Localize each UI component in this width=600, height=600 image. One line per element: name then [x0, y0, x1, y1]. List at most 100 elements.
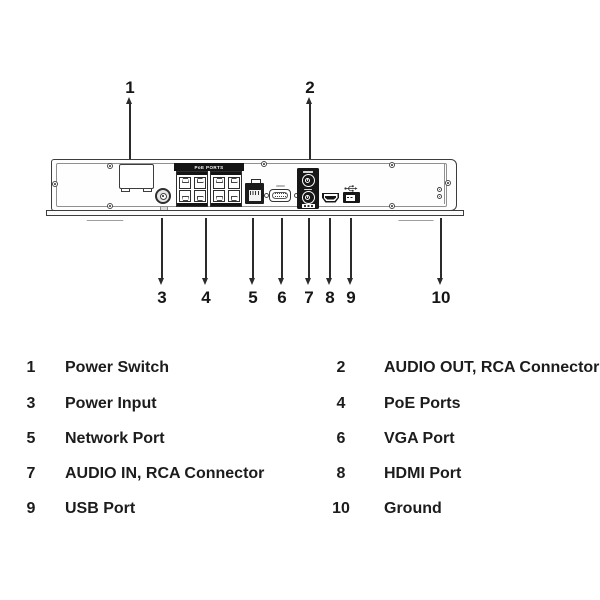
rj45-port: [179, 176, 191, 189]
rca-connector-audio-in: [301, 191, 315, 204]
callout-number-2: 2: [305, 78, 315, 97]
callout-line-2: [309, 104, 311, 169]
callout-arrowhead-2: [306, 97, 313, 104]
callout-arrowhead-3: [158, 278, 165, 285]
network-port-contacts: [250, 190, 259, 195]
legend-number: 8: [336, 465, 346, 482]
callout-number-3: 3: [157, 288, 167, 307]
callout-arrowhead-4: [202, 278, 209, 285]
callout-arrowhead-8: [326, 278, 333, 285]
callout-arrowhead-10: [437, 278, 444, 285]
legend-number: 3: [26, 395, 36, 412]
vga-port-pins: [274, 193, 286, 195]
legend-label: Power Switch: [65, 359, 170, 376]
rca-connector-audio-out: [301, 174, 315, 187]
legend-number: 10: [332, 500, 350, 517]
callout-arrowhead-7: [305, 278, 312, 285]
rj45-port: [213, 176, 225, 189]
chassis-screw: [445, 180, 451, 186]
vga-screw: [263, 192, 269, 198]
callout-arrowhead-9: [347, 278, 354, 285]
poe-group-frame: [177, 203, 207, 206]
rj45-port: [213, 190, 225, 202]
vga-port-label-mark: [276, 184, 285, 188]
callout-number-7: 7: [304, 288, 314, 307]
poe-ports-label: PoE PORTS: [174, 163, 244, 171]
chassis-base: [46, 209, 464, 216]
legend-label: AUDIO IN, RCA Connector: [65, 465, 265, 482]
callout-number-5: 5: [248, 288, 258, 307]
rca-pin: [306, 179, 309, 181]
callout-number-6: 6: [277, 288, 287, 307]
legend-number: 7: [26, 465, 36, 482]
callout-arrowhead-1: [126, 97, 133, 104]
callout-number-8: 8: [325, 288, 335, 307]
rj45-port: [227, 176, 240, 189]
callout-number-9: 9: [346, 288, 356, 307]
legend-row: 1 Power Switch 2 AUDIO OUT, RCA Connecto…: [0, 358, 600, 378]
poe-port-group-1: [176, 171, 208, 207]
audio-rca-block: [297, 168, 319, 209]
callout-line-7: [308, 218, 310, 278]
power-switch: [119, 164, 154, 189]
rj45-port: [193, 176, 206, 189]
callout-number-4: 4: [201, 288, 211, 307]
chassis-screw: [107, 163, 113, 169]
legend-number: 2: [336, 359, 346, 376]
legend-row: 5 Network Port 6 VGA Port: [0, 429, 600, 449]
network-port-jack: [248, 190, 261, 201]
legend-row: 7 AUDIO IN, RCA Connector 8 HDMI Port: [0, 464, 600, 484]
audio-in-label-mark: [304, 188, 312, 191]
callout-arrowhead-5: [249, 278, 256, 285]
poe-group-frame: [211, 203, 241, 206]
ground-terminal: [436, 187, 442, 192]
callout-line-8: [329, 218, 331, 278]
callout-line-6: [281, 218, 283, 278]
legend-number: 4: [336, 395, 346, 412]
hdmi-port-slot: [325, 195, 336, 200]
poe-group-frame: [177, 172, 207, 175]
rj45-port: [179, 190, 191, 202]
power-switch-pin: [143, 187, 152, 192]
ground-terminal: [436, 194, 442, 199]
callout-line-4: [205, 218, 207, 278]
rca-inner-ring: [305, 177, 311, 183]
legend-number: 6: [336, 430, 346, 447]
chassis-screw: [389, 162, 395, 168]
vga-port-dshell: [272, 191, 288, 199]
legend-label: Ground: [384, 500, 442, 517]
legend-label: VGA Port: [384, 430, 455, 447]
poe-group-frame: [211, 172, 241, 175]
legend-label: AUDIO OUT, RCA Connector: [384, 359, 600, 376]
audio-out-label-mark: [303, 170, 313, 173]
callout-line-10: [440, 218, 442, 278]
power-switch-pin: [121, 187, 130, 192]
legend-label: HDMI Port: [384, 465, 462, 482]
callout-number-10: 10: [431, 288, 451, 307]
rca-pin: [306, 196, 309, 198]
audio-block-label: [301, 204, 315, 208]
chassis-screw: [261, 161, 267, 167]
legend-number: 1: [26, 359, 36, 376]
usb-port-tongue: [345, 194, 355, 201]
legend-label: Power Input: [65, 395, 157, 412]
vga-port-pins: [274, 195, 286, 197]
legend-label: Network Port: [65, 430, 165, 447]
callout-arrowhead-6: [278, 278, 285, 285]
rca-inner-ring: [305, 194, 311, 200]
chassis-screw: [52, 181, 58, 187]
callout-line-5: [252, 218, 254, 278]
chassis-screw: [389, 203, 395, 209]
legend-label: USB Port: [65, 500, 136, 517]
legend-row: 9 USB Port 10 Ground: [0, 499, 600, 519]
legend-number: 5: [26, 430, 36, 447]
legend-label: PoE Ports: [384, 395, 461, 412]
legend-row: 3 Power Input 4 PoE Ports: [0, 394, 600, 414]
power-input-pin: [162, 195, 165, 198]
callout-line-1: [129, 104, 131, 165]
rj45-port: [227, 190, 240, 202]
chassis-screw: [107, 203, 113, 209]
callout-line-9: [350, 218, 352, 278]
usb-icon: [344, 184, 358, 192]
